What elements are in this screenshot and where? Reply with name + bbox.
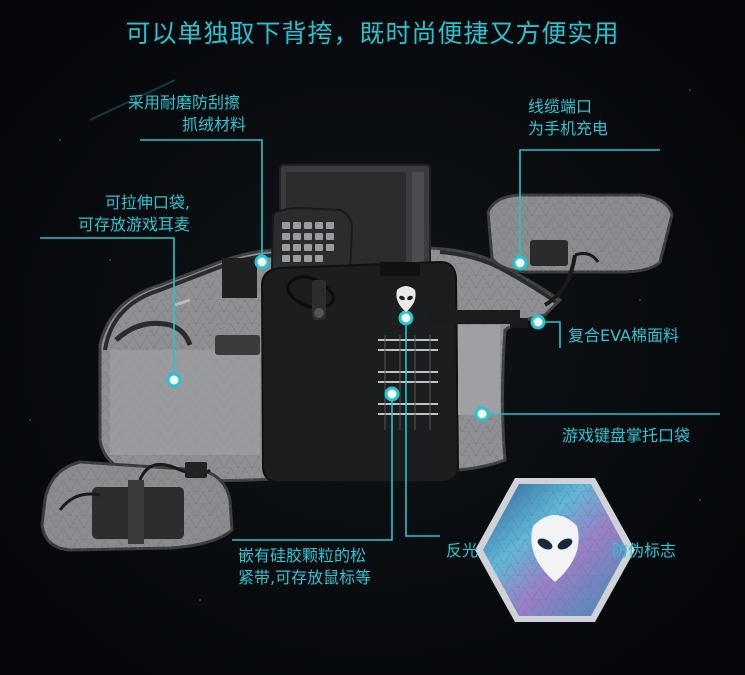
label-durable-fabric: 采用耐磨防刮擦 抓绒材料 <box>128 92 246 136</box>
dot-cable-port <box>512 255 528 271</box>
dot-eva <box>530 314 546 330</box>
label-cable-port-line1: 线缆端口 <box>528 97 593 116</box>
label-stretch-pocket-line1: 可拉伸口袋, <box>104 193 190 212</box>
label-durable-fabric-line2: 抓绒材料 <box>182 115 247 134</box>
dot-stretch-pocket <box>166 372 182 388</box>
mesh-strap-grid <box>384 335 431 430</box>
center-panel <box>260 260 460 483</box>
star-field <box>29 89 701 621</box>
label-stretch-pocket-line2: 可存放游戏耳麦 <box>77 215 190 234</box>
callout-lines <box>40 139 720 541</box>
label-stretch-pocket: 可拉伸口袋, 可存放游戏耳麦 <box>40 192 190 236</box>
keypad-device <box>270 206 354 284</box>
alien-head-icon <box>396 286 416 312</box>
left-pocket <box>110 258 260 455</box>
dot-silicone-strap <box>384 386 400 402</box>
label-durable-fabric-line1: 采用耐磨防刮擦 <box>128 93 241 112</box>
label-silicone-strap-line1: 嵌有硅胶颗粒的松 <box>238 546 367 565</box>
label-cable-port: 线缆端口 为手机充电 <box>528 96 608 140</box>
alien-head-icon-large <box>531 515 579 582</box>
dot-keyboard-pocket <box>474 406 490 422</box>
dot-reflective <box>398 310 414 326</box>
label-keyboard-pocket: 游戏键盘掌托口袋 <box>562 426 691 445</box>
dot-durable-fabric <box>254 254 270 270</box>
label-cable-port-line2: 为手机充电 <box>528 119 609 138</box>
label-eva-surface: 复合EVA棉面料 <box>568 326 679 345</box>
label-anti-counterfeit: 防伪标志 <box>612 541 677 560</box>
mesh-strap <box>378 339 438 415</box>
holographic-badge <box>475 478 635 622</box>
label-silicone-strap: 嵌有硅胶颗粒的松 紧带,可存放鼠标等 <box>238 545 371 589</box>
callout-dots <box>166 254 546 422</box>
right-compartment <box>486 193 674 328</box>
label-reflective: 反光 <box>446 541 479 560</box>
left-flap <box>40 460 234 552</box>
label-silicone-strap-line2: 紧带,可存放鼠标等 <box>238 568 372 587</box>
headline: 可以单独取下背挎，既时尚便捷又方便实用 <box>125 19 620 48</box>
